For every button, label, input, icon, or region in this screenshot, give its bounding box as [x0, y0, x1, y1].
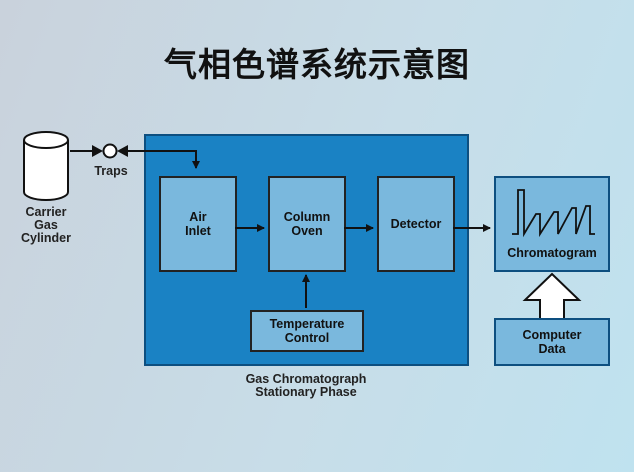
air-inlet-box: Air Inlet — [159, 176, 237, 272]
gas-chromatograph-block: Air Inlet Column Oven Detector Temperatu… — [144, 134, 469, 366]
page-title: 气相色谱系统示意图 — [164, 45, 470, 84]
temperature-control-box: Temperature Control — [250, 310, 364, 352]
traps-label: Traps — [94, 164, 128, 178]
gc-label: Gas Chromatograph Stationary Phase — [245, 372, 367, 399]
cylinder-label: Carrier Gas Cylinder — [20, 205, 71, 245]
column-oven-box: Column Oven — [268, 176, 346, 272]
detector-box: Detector — [377, 176, 455, 272]
computer-data-box: Computer Data — [494, 318, 610, 366]
chromatogram-peaks-icon — [512, 189, 595, 238]
chromatogram-label: Chromatogram — [507, 246, 597, 260]
gas-cylinder-icon — [23, 131, 69, 201]
chromatogram-box: Chromatogram — [494, 176, 610, 272]
